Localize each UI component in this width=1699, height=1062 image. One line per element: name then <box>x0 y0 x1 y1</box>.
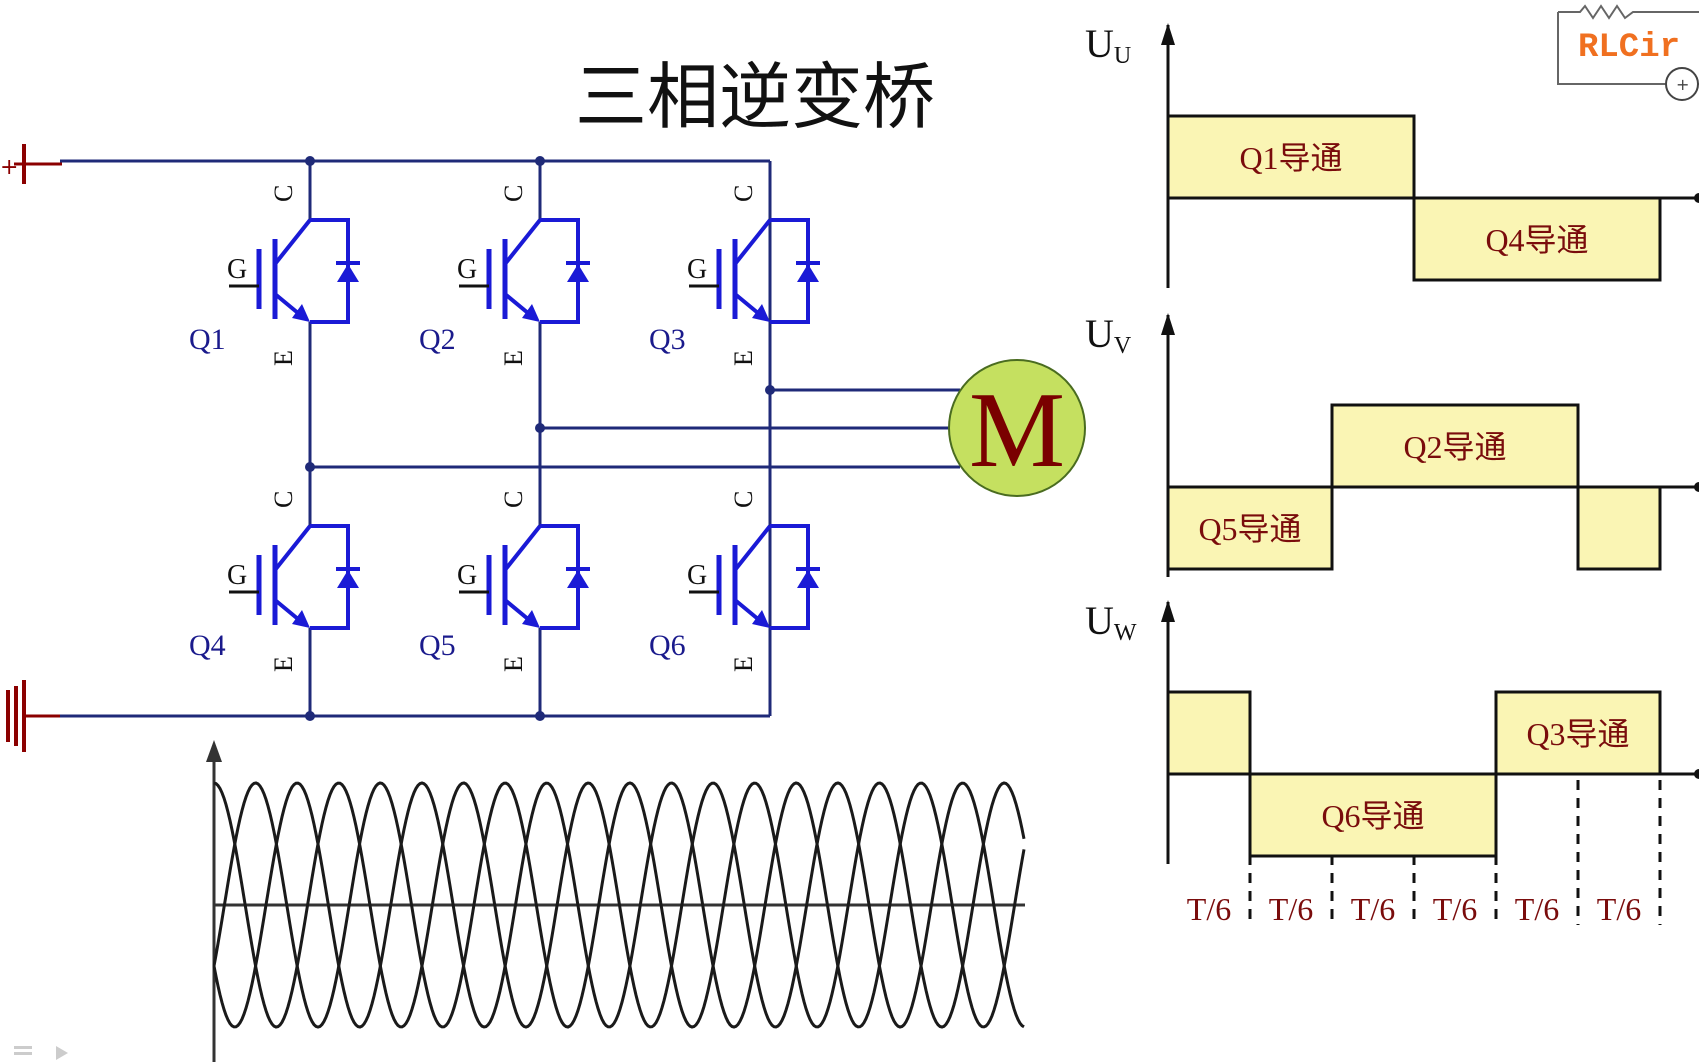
conduction-pulse <box>1166 485 1334 571</box>
pulse-label: Q1导通 <box>1239 140 1342 176</box>
pulse-label: Q2导通 <box>1403 429 1506 465</box>
collector-label: C <box>499 491 528 508</box>
gate-label: G <box>687 254 707 285</box>
phase-wiring <box>310 388 960 469</box>
gate-label: G <box>227 560 247 591</box>
emitter-label: E <box>499 656 528 672</box>
conduction-pulse <box>1330 403 1580 489</box>
conduction-pulse <box>1412 196 1662 282</box>
interval-label: T/6 <box>1515 891 1559 927</box>
supply-plus-label: + <box>0 155 18 180</box>
igbt-q2: G C E Q2 <box>419 161 590 467</box>
pulse-label: Q3导通 <box>1526 716 1629 752</box>
conduction-pulse <box>1248 772 1498 858</box>
conduction-pulse <box>1576 485 1662 571</box>
collector-label: C <box>729 185 758 202</box>
rlcir-logo: RLCir + <box>1557 4 1699 101</box>
transistor-label: Q1 <box>189 323 226 356</box>
axis-label: UW <box>1085 598 1137 646</box>
sine-phase-3 <box>212 781 1026 1029</box>
igbt-q5: G C E Q5 <box>419 467 590 716</box>
gate-label: G <box>687 560 707 591</box>
dc-supply: + <box>0 144 62 752</box>
waveform-w: UW Q6导通 Q3导通 <box>1085 598 1699 864</box>
emitter-label: E <box>269 350 298 366</box>
gate-label: G <box>457 560 477 591</box>
waveform-v: UV Q5导通 Q2导通 <box>1085 311 1699 577</box>
gate-label: G <box>457 254 477 285</box>
emitter-label: E <box>729 656 758 672</box>
igbt-q6: G C E Q6 <box>649 467 820 716</box>
pulse-label: Q4导通 <box>1485 222 1588 258</box>
collector-label: C <box>499 185 528 202</box>
interval-label: T/6 <box>1597 891 1641 927</box>
sine-phase-2 <box>212 781 1026 1029</box>
transistor-label: Q3 <box>649 323 686 356</box>
axis-label: UV <box>1085 311 1132 359</box>
svg-text:+: + <box>1676 75 1689 94</box>
slide-nav-icon[interactable] <box>14 1046 68 1060</box>
gate-label: G <box>227 254 247 285</box>
transistor-label: Q6 <box>649 629 686 662</box>
igbt-q1: G C E Q1 <box>189 161 360 467</box>
emitter-label: E <box>499 350 528 366</box>
conduction-pulse <box>1166 114 1416 200</box>
collector-label: C <box>269 185 298 202</box>
transistor-label: Q5 <box>419 629 456 662</box>
conduction-pulse <box>1494 690 1662 776</box>
emitter-label: E <box>269 656 298 672</box>
transistor-label: Q2 <box>419 323 456 356</box>
pulse-label: Q6导通 <box>1321 798 1424 834</box>
three-phase-sine-plot <box>206 740 1026 1062</box>
page-title: 三相逆变桥 <box>575 55 935 139</box>
igbt-q4: G C E Q4 <box>189 467 360 716</box>
pulse-label: Q5导通 <box>1198 511 1301 547</box>
waveform-u: UU Q1导通 Q4导通 <box>1085 21 1699 288</box>
interval-label: T/6 <box>1269 891 1313 927</box>
interval-label: T/6 <box>1433 891 1477 927</box>
junction-dots <box>305 156 775 721</box>
collector-label: C <box>269 491 298 508</box>
sine-phase-1 <box>213 781 1025 1029</box>
emitter-label: E <box>729 350 758 366</box>
conduction-pulse <box>1166 690 1252 776</box>
interval-label: T/6 <box>1187 891 1231 927</box>
logo-text: RLCir <box>1578 29 1680 67</box>
transistor-label: Q4 <box>189 629 226 662</box>
interval-label: T/6 <box>1351 891 1395 927</box>
motor: M <box>948 359 1086 497</box>
collector-label: C <box>729 491 758 508</box>
axis-label: UU <box>1085 21 1131 69</box>
motor-label: M <box>969 371 1065 490</box>
